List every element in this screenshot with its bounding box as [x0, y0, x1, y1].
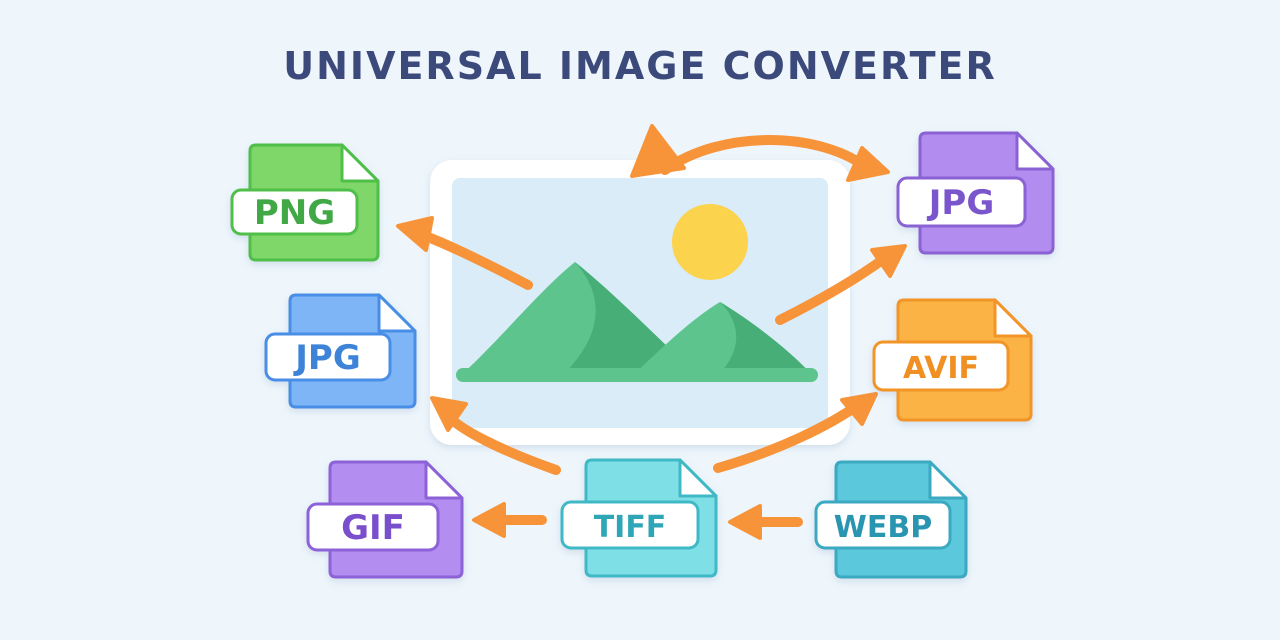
file-corner-fold	[678, 458, 718, 498]
file-format-label: JPG	[293, 338, 360, 378]
file-corner-fold	[340, 143, 380, 183]
file-format-label: JPG	[927, 183, 994, 223]
arrow-to-avif	[713, 400, 863, 473]
file-corner-fold	[928, 460, 968, 500]
file-label-badge	[896, 176, 1027, 228]
arrow-to-jpg-purple-head	[870, 244, 907, 278]
arrow-webp-to-tiff-head	[728, 504, 762, 540]
file-label-badge	[306, 502, 440, 552]
arrow-to-png-head	[396, 216, 434, 252]
file-corner-fold	[1015, 131, 1055, 171]
file-label-badge	[230, 188, 359, 236]
mountain-right-shade	[715, 302, 815, 378]
file-format-label: PNG	[254, 193, 335, 233]
file-format-label: WEBP	[834, 510, 932, 545]
file-corner-fold	[424, 460, 464, 500]
landscape-picture-icon	[430, 160, 850, 445]
file-format-label: AVIF	[903, 351, 979, 386]
file-label-badge	[872, 340, 1010, 392]
page-title: UNIVERSAL IMAGE CONVERTER	[283, 44, 997, 88]
arrow-top-right-head	[846, 146, 890, 182]
file-icon-jpg-blue: JPG	[264, 293, 417, 409]
arrow-top-left-head	[630, 124, 686, 178]
arrow-to-gif-head	[472, 502, 506, 538]
file-label-badge	[560, 500, 700, 550]
file-icon-avif: AVIF	[872, 298, 1033, 422]
file-icon-jpg-purple: JPG	[896, 131, 1055, 255]
arrow-to-jpg-blue-head	[430, 396, 468, 432]
arrow-to-avif-head	[840, 392, 878, 426]
ground-strip	[456, 368, 818, 382]
file-corner-fold	[993, 298, 1033, 338]
file-format-label: GIF	[341, 508, 405, 548]
file-icon-tiff: TIFF	[560, 458, 718, 578]
file-corner-fold	[377, 293, 417, 333]
conversion-arrows	[396, 124, 907, 540]
arrow-top-cycle	[660, 135, 875, 175]
file-icon-webp: WEBP	[814, 460, 968, 579]
file-icon-gif: GIF	[306, 460, 464, 579]
file-label-badge	[814, 500, 952, 550]
file-icon-png: PNG	[230, 143, 380, 262]
file-label-badge	[264, 332, 392, 382]
file-format-label: TIFF	[594, 510, 667, 545]
sun-icon	[672, 204, 748, 280]
arrow-to-jpg-purple	[775, 253, 890, 325]
